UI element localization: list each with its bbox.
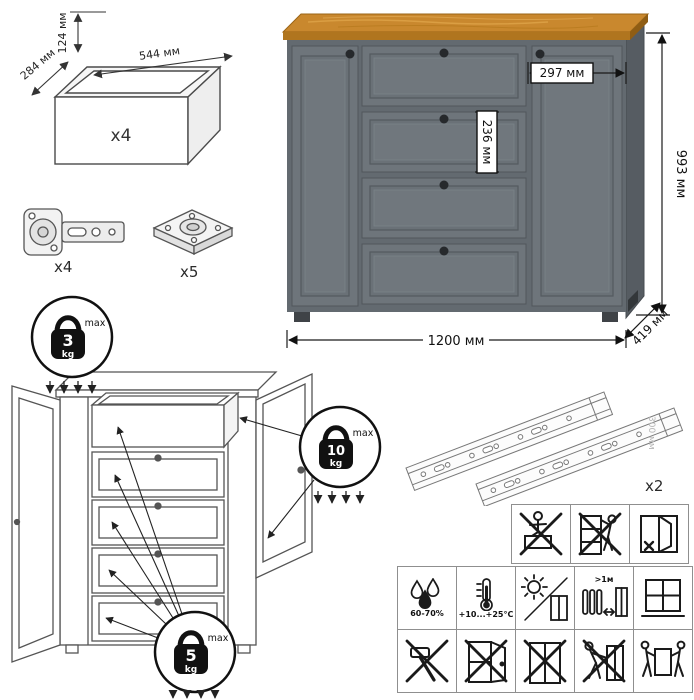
pictogram-ventilated-room <box>633 566 693 630</box>
no-leaning-icon <box>523 639 567 684</box>
pictogram-no-climbing <box>570 504 630 564</box>
hinge-count: x4 <box>54 258 73 276</box>
dresser-right-door <box>531 45 623 307</box>
pictogram-no-dragging <box>574 629 634 693</box>
pictogram-no-leaning <box>515 629 575 693</box>
temperature-icon <box>476 577 493 611</box>
drawer-width-label: 544 мм <box>138 44 181 63</box>
drawer-height-label: 124 мм <box>56 12 69 53</box>
load-arrows <box>313 491 365 504</box>
pictogram-no-impact-tools <box>397 629 457 693</box>
load-arrows <box>168 689 220 699</box>
pictogram-heat-distance: >1м <box>574 566 634 630</box>
no-standing-icon <box>519 511 563 556</box>
pictogram-carry-two-people <box>633 629 693 693</box>
drawer-front <box>361 177 527 239</box>
drawer-front <box>361 45 527 107</box>
heat-distance-label: >1м <box>594 574 614 584</box>
kettlebell-icon <box>177 630 205 648</box>
top-load-max: max <box>85 318 106 329</box>
no-open-window-icon <box>640 515 678 553</box>
shelf-load-max: max <box>353 428 374 439</box>
drawer-front-height-label: 236 мм <box>480 120 494 165</box>
drawer-dim-lines <box>31 11 233 96</box>
leg-count: x5 <box>180 263 199 281</box>
dresser-drawers <box>361 45 527 305</box>
slide-length-label: 300 мм <box>646 416 656 450</box>
top-load-value: 3 <box>62 331 73 350</box>
heater-distance-icon <box>582 587 628 618</box>
load-limit-diagram: 3 kg max 10 kg max <box>11 295 382 699</box>
kettlebell-icon <box>322 425 350 443</box>
dresser-width-label: 1200 мм <box>428 334 485 349</box>
no-dragging-icon <box>582 639 626 683</box>
width-label-bg <box>423 331 489 348</box>
drawer-front <box>361 243 527 305</box>
pictogram-no-standing <box>511 504 571 564</box>
slide-rail <box>475 407 684 506</box>
dresser-render: 297 мм 236 мм 993 мм 1200 мм 419 мм <box>281 13 688 349</box>
outline-dresser <box>11 371 313 663</box>
dresser-left-door <box>291 45 359 307</box>
door-knob <box>345 49 355 59</box>
drawer-load-unit: kg <box>185 665 197 675</box>
drawer-load-max: max <box>208 633 229 644</box>
load-limit-shelf-badge: 10 kg max <box>298 405 382 504</box>
drawer-slides <box>405 391 684 506</box>
two-person-carry-icon <box>640 640 686 677</box>
pictogram-no-hanging-on-doors <box>456 629 516 693</box>
pictogram-no-open-window <box>629 504 689 564</box>
slides-count: x2 <box>645 477 664 495</box>
pictogram-row-1 <box>511 504 689 564</box>
humidity-label: 60-70% <box>410 608 444 618</box>
load-arrows <box>45 381 97 394</box>
window-icon <box>641 579 685 617</box>
door-width-label: 297 мм <box>540 66 585 80</box>
shelf-load-value: 10 <box>327 444 345 459</box>
humidity-icon <box>410 577 440 609</box>
pictogram-row-2: 60-70% +10...+25°С <box>397 566 693 630</box>
slide-rail <box>405 391 614 492</box>
drawer-height-dim-box: 236 мм <box>476 110 498 174</box>
pictogram-temperature: +10...+25°С <box>456 566 516 630</box>
no-climbing-icon <box>578 512 622 556</box>
drawer-front <box>361 111 527 173</box>
sun-shade-icon <box>521 574 568 621</box>
drawer-count: x4 <box>111 126 132 146</box>
load-limit-drawer-badge: 5 kg max <box>153 610 237 699</box>
pictogram-row-3 <box>397 629 693 693</box>
pictogram-humidity: 60-70% <box>397 566 457 630</box>
drawer-box-sketch <box>53 65 222 166</box>
wire-drawer-front <box>91 451 225 498</box>
top-load-unit: kg <box>62 350 74 360</box>
kettlebell-icon <box>54 315 82 333</box>
shelf-load-unit: kg <box>330 459 342 469</box>
leg-icon <box>152 209 234 256</box>
load-pointer-lines <box>105 416 315 639</box>
dresser-height-label: 993 мм <box>673 150 688 199</box>
pictogram-no-direct-sunlight <box>515 566 575 630</box>
door-width-dim-box <box>530 62 594 84</box>
hinge-icon <box>23 208 125 256</box>
load-limit-top-badge: 3 kg max <box>30 295 114 394</box>
drawer-box-diagram: x4 124 мм 544 мм 284 мм <box>18 11 233 166</box>
no-door-hang-icon <box>464 639 508 683</box>
drawer-load-value: 5 <box>185 646 196 665</box>
no-hammer-icon <box>405 639 449 683</box>
door-knob <box>535 49 545 59</box>
temperature-label: +10...+25°С <box>458 609 514 619</box>
